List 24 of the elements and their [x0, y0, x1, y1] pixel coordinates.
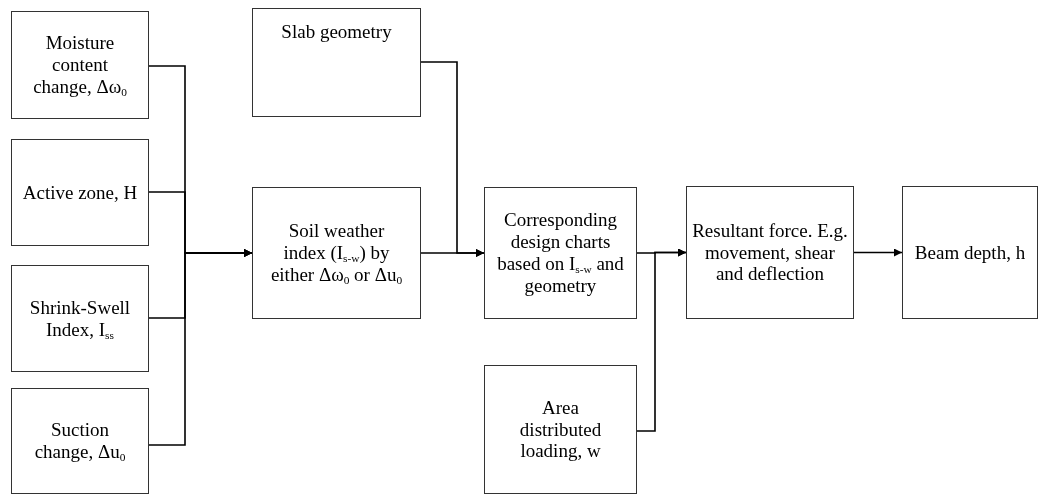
process-box — [11, 11, 149, 119]
process-box — [11, 388, 149, 494]
process-box — [686, 186, 854, 319]
process-box — [252, 187, 421, 319]
box-text: Slab geometry — [281, 21, 392, 43]
process-box — [484, 187, 637, 319]
connector-arrow — [853, 248, 903, 257]
box-text: Suction change, Δu$_{0}$ — [33, 419, 127, 463]
box-text: Area distributed loading, w — [518, 396, 603, 463]
box-text: Active zone, H — [22, 181, 138, 204]
process-box — [11, 265, 149, 372]
box-text: Resultant force. E.g. movement, shear and deflection — [691, 219, 849, 286]
connector-arrow — [636, 248, 687, 432]
box-text: Corresponding design charts based on I$_{s-w}$ and geometry — [496, 209, 625, 297]
process-box — [252, 8, 421, 117]
process-box — [902, 186, 1038, 319]
box-text: Moisture content change, Δω$_{0}$ — [32, 32, 128, 98]
box-text: Beam depth, h — [914, 241, 1026, 264]
connector-arrow — [420, 61, 485, 257]
connector-arrow — [148, 249, 253, 446]
process-box — [484, 365, 637, 494]
process-box — [11, 139, 149, 246]
box-text: Soil weather index (I$_{s-w}$) by either Δω$_{0}$ or Δu$_{0}$ — [269, 220, 404, 286]
box-text: Shrink-Swell Index, I$_{ss}$ — [28, 296, 132, 341]
